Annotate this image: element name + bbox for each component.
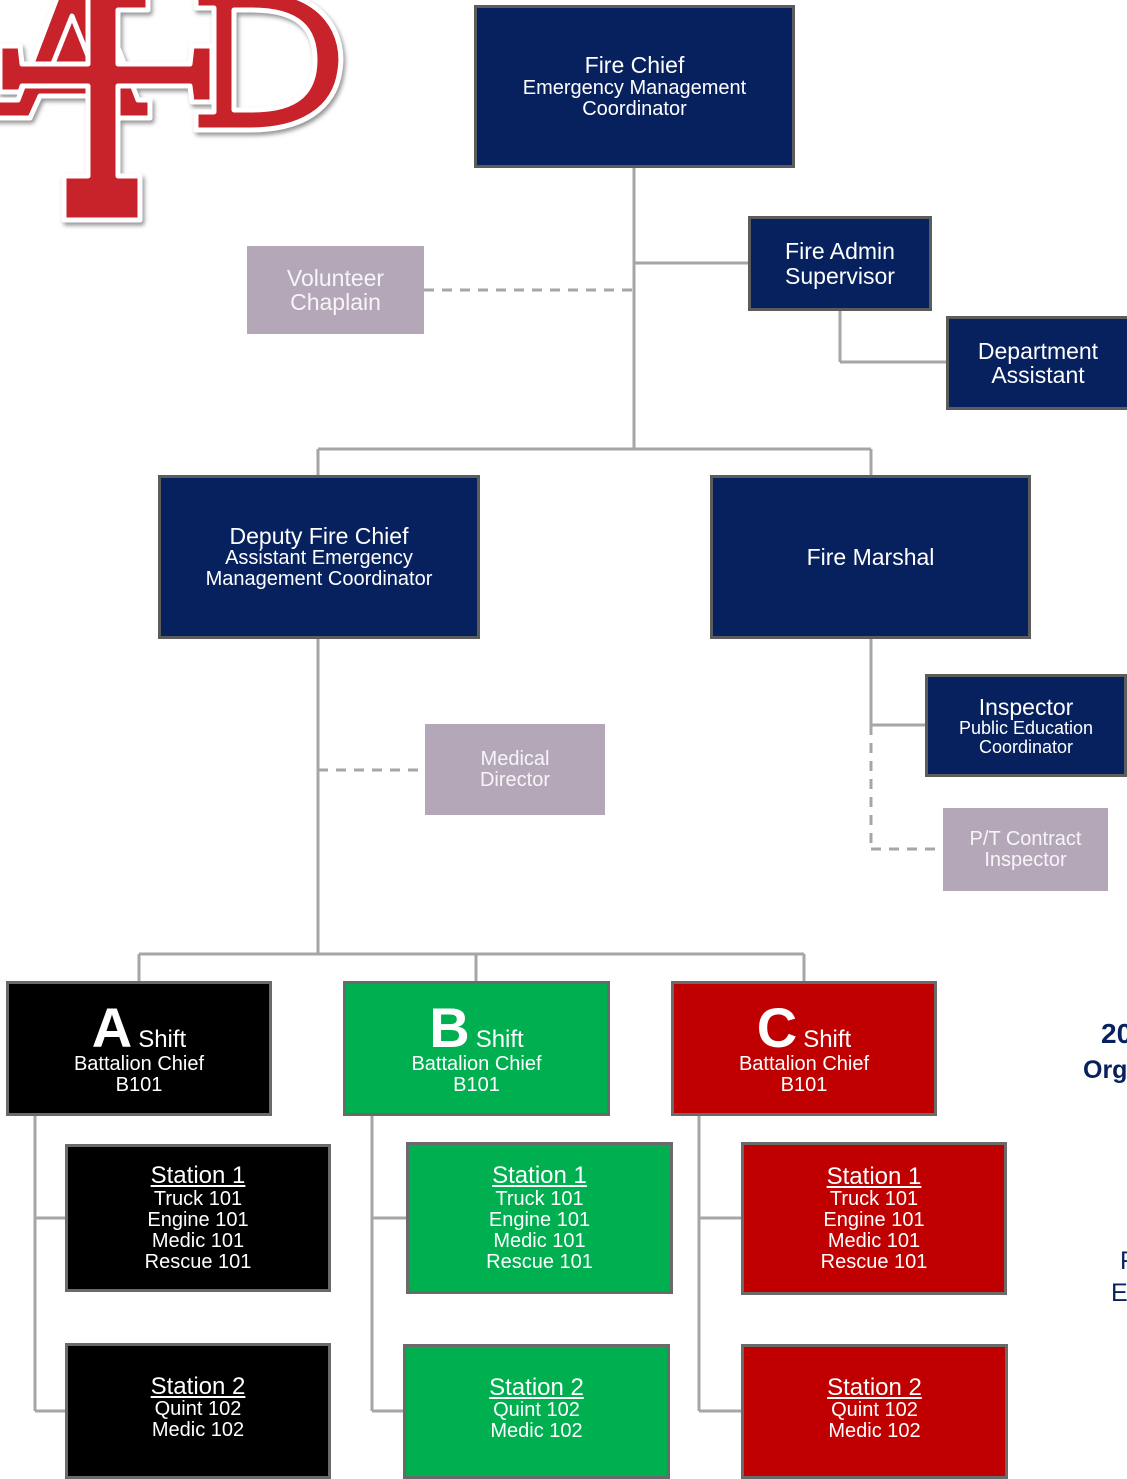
shift-a-station-2-box[interactable]: Station 2 Quint 102 Medic 102: [65, 1343, 331, 1479]
deputy-role-line2: Management Coordinator: [205, 568, 433, 591]
shift-a-heading: A Shift: [91, 995, 187, 1059]
volunteer-chaplain-box[interactable]: Volunteer Chaplain: [247, 246, 424, 334]
station-name: Station 1: [492, 1162, 587, 1190]
shift-a-box[interactable]: A Shift Battalion Chief B101: [6, 981, 272, 1116]
shift-a-unit: B101: [115, 1074, 163, 1097]
medical-line2: Director: [479, 768, 550, 791]
fire-marshal-title: Fire Marshal: [806, 543, 935, 570]
unit-label: Medic 101: [827, 1230, 921, 1253]
shift-b-word: Shift: [475, 1025, 524, 1053]
contract-line2: Inspector: [984, 848, 1067, 871]
fire-chief-role-line2: Coordinator: [582, 97, 687, 120]
shift-b-station-2-box[interactable]: Station 2 Quint 102 Medic 102: [403, 1344, 670, 1479]
shift-a-word: Shift: [138, 1025, 187, 1053]
station-name: Station 1: [150, 1162, 246, 1190]
assistant-line1: Department: [977, 337, 1099, 364]
department-assistant-box[interactable]: Department Assistant: [946, 316, 1127, 410]
unit-label: Truck 101: [153, 1187, 243, 1210]
shift-c-heading: C Shift: [756, 995, 852, 1059]
chaplain-line2: Chaplain: [290, 289, 381, 315]
unit-label: Rescue 101: [486, 1250, 593, 1273]
unit-label: Medic 102: [490, 1420, 583, 1443]
unit-label: Truck 101: [829, 1188, 919, 1211]
shift-b-heading: B Shift: [429, 995, 524, 1059]
unit-label: Rescue 101: [144, 1250, 252, 1273]
medical-line1: Medical: [480, 747, 550, 770]
deputy-role-line1: Assistant Emergency: [225, 547, 413, 570]
inspector-role-line2: Coordinator: [978, 736, 1074, 757]
fire-chief-role-line1: Emergency Management: [522, 76, 747, 99]
shift-c-role: Battalion Chief: [738, 1053, 870, 1076]
station-name: Station 1: [826, 1162, 922, 1190]
shift-b-box[interactable]: B Shift Battalion Chief B101: [343, 981, 610, 1116]
unit-label: Rescue 101: [820, 1251, 928, 1274]
unit-label: Medic 102: [151, 1419, 245, 1442]
side-text-line1: 20: [1101, 1018, 1127, 1049]
shift-c-letter: C: [756, 995, 798, 1059]
unit-label: Quint 102: [493, 1399, 580, 1422]
shift-b-station-1-box[interactable]: Station 1 Truck 101 Engine 101 Medic 101…: [406, 1142, 673, 1294]
shift-b-unit: B101: [453, 1074, 500, 1097]
shift-b-role: Battalion Chief: [411, 1053, 542, 1076]
shift-a-station-1-box[interactable]: Station 1 Truck 101 Engine 101 Medic 101…: [65, 1144, 331, 1292]
unit-label: Quint 102: [154, 1398, 242, 1421]
shift-c-box[interactable]: C Shift Battalion Chief B101: [671, 981, 937, 1116]
fire-chief-title: Fire Chief: [584, 52, 685, 79]
unit-label: Medic 102: [828, 1420, 921, 1443]
inspector-role-line1: Public Education: [958, 717, 1094, 738]
station-name: Station 2: [489, 1374, 584, 1401]
shift-c-station-1-box[interactable]: Station 1 Truck 101 Engine 101 Medic 101…: [741, 1142, 1007, 1295]
admin-line2: Supervisor: [785, 262, 895, 289]
admin-line1: Fire Admin: [785, 238, 895, 265]
inspector-title: Inspector: [978, 693, 1074, 720]
chaplain-line1: Volunteer: [286, 264, 385, 291]
fire-admin-supervisor-box[interactable]: Fire Admin Supervisor: [748, 216, 932, 311]
inspector-box[interactable]: Inspector Public Education Coordinator: [925, 674, 1127, 777]
shift-c-unit: B101: [780, 1074, 828, 1097]
unit-label: Engine 101: [488, 1208, 591, 1231]
unit-label: Engine 101: [823, 1209, 925, 1232]
station-name: Station 2: [150, 1373, 246, 1400]
unit-label: Medic 101: [493, 1229, 586, 1252]
side-text-line2: Org: [1083, 1056, 1127, 1084]
unit-label: Medic 101: [151, 1229, 245, 1252]
shift-c-word: Shift: [803, 1025, 852, 1053]
unit-label: Quint 102: [831, 1399, 918, 1422]
station-name: Station 2: [827, 1374, 922, 1401]
unit-label: Engine 101: [147, 1208, 249, 1231]
shift-a-role: Battalion Chief: [73, 1053, 205, 1076]
fire-marshal-box[interactable]: Fire Marshal: [710, 475, 1031, 639]
contract-line1: P/T Contract: [969, 827, 1082, 850]
shift-a-letter: A: [91, 995, 133, 1059]
fire-chief-box[interactable]: Fire Chief Emergency Management Coordina…: [474, 5, 795, 168]
side-text-line3: F: [1120, 1247, 1127, 1276]
shift-c-station-2-box[interactable]: Station 2 Quint 102 Medic 102: [741, 1344, 1008, 1479]
pt-contract-inspector-box[interactable]: P/T Contract Inspector: [943, 808, 1108, 891]
department-logo: [0, 0, 344, 223]
assistant-line2: Assistant: [991, 362, 1085, 388]
deputy-title: Deputy Fire Chief: [229, 522, 409, 549]
deputy-fire-chief-box[interactable]: Deputy Fire Chief Assistant Emergency Ma…: [158, 475, 480, 639]
shift-b-letter: B: [429, 995, 470, 1059]
side-text-line4: E: [1111, 1279, 1127, 1307]
unit-label: Truck 101: [495, 1187, 584, 1210]
medical-director-box[interactable]: Medical Director: [425, 724, 605, 815]
